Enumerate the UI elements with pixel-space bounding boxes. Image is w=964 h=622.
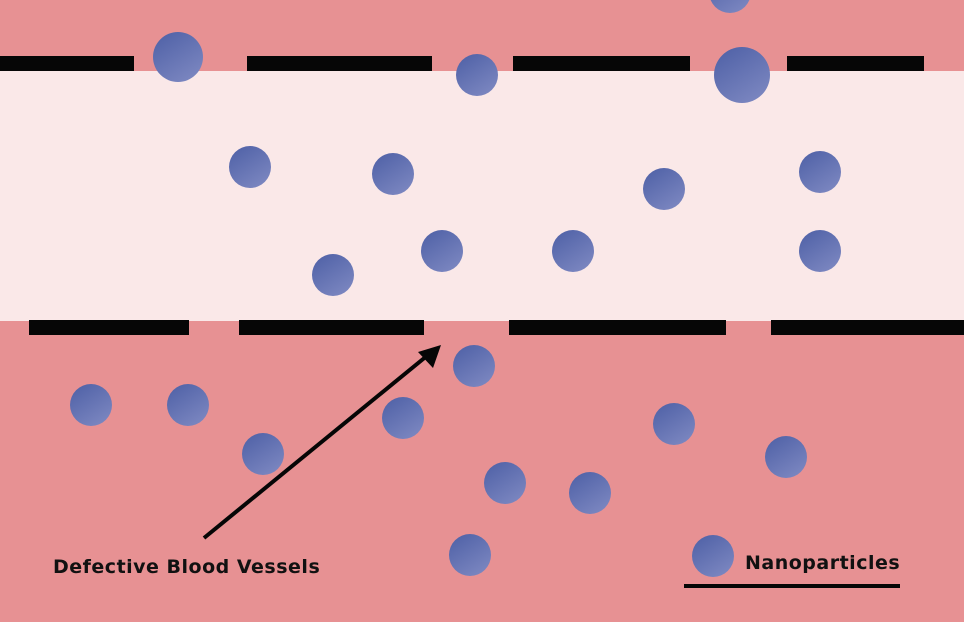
vessel-wall-segment <box>771 320 964 335</box>
vessel-wall-segment <box>239 320 424 335</box>
nanoparticle <box>643 168 685 210</box>
vessel-wall-segment <box>0 56 134 71</box>
nanoparticle <box>484 462 526 504</box>
vessel-wall-segment <box>509 320 726 335</box>
nanoparticle <box>70 384 112 426</box>
nanoparticle <box>449 534 491 576</box>
nanoparticle <box>552 230 594 272</box>
nanoparticle <box>765 436 807 478</box>
nanoparticle <box>653 403 695 445</box>
arrow-shaft <box>202 353 430 540</box>
nanoparticle <box>710 0 750 13</box>
nanoparticle <box>167 384 209 426</box>
nanoparticle <box>242 433 284 475</box>
nanoparticle <box>372 153 414 195</box>
nanoparticle <box>453 345 495 387</box>
vessel-label-arrow <box>202 345 441 540</box>
nanoparticle <box>153 32 203 82</box>
nanoparticle <box>569 472 611 514</box>
vessel-wall-segment <box>247 56 432 71</box>
nanoparticle <box>456 54 498 96</box>
vessel-wall-bottom <box>29 320 964 335</box>
nanoparticle <box>229 146 271 188</box>
nanoparticle <box>799 151 841 193</box>
nanoparticle <box>421 230 463 272</box>
vessel-wall-segment <box>787 56 924 71</box>
legend: Nanoparticles <box>684 535 900 588</box>
legend-nanoparticle-icon <box>692 535 734 577</box>
nanoparticle <box>799 230 841 272</box>
nanoparticle <box>714 47 770 103</box>
vessel-wall-top <box>0 56 924 71</box>
nanoparticle <box>312 254 354 296</box>
arrow-head-icon <box>418 345 441 368</box>
vessel-lumen <box>0 71 964 321</box>
nanoparticles-group <box>70 0 841 576</box>
vessel-wall-segment <box>29 320 189 335</box>
vessel-wall-segment <box>513 56 690 71</box>
legend-label: Nanoparticles <box>745 552 900 574</box>
legend-underline <box>684 584 900 588</box>
vessel-label: Defective Blood Vessels <box>53 556 320 578</box>
nanoparticle <box>382 397 424 439</box>
